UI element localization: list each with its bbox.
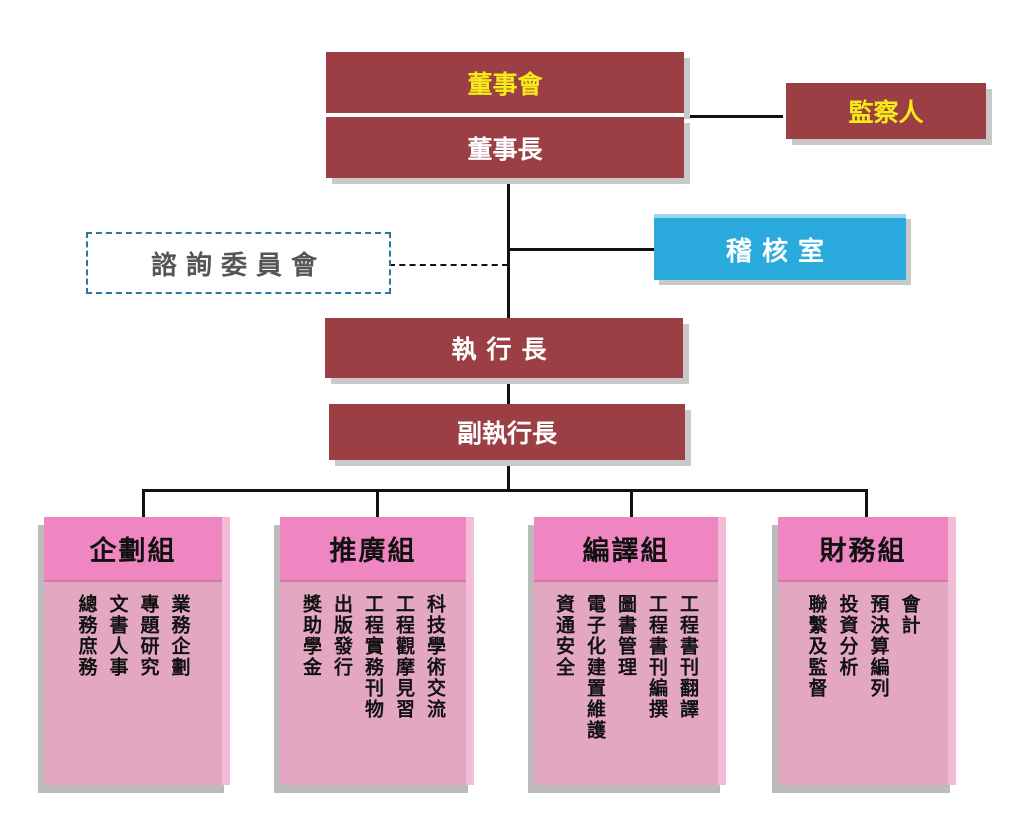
duty-item: 專題研究 (137, 594, 160, 678)
duty-item: 投資分析 (836, 594, 859, 678)
department-finance: 財務組 會計 預決算編列 投資分析 聯繫及監督 (778, 517, 956, 785)
advisory-dashed-connector (389, 264, 508, 266)
duty-item: 獎助學金 (300, 594, 322, 678)
department-promotion: 推廣組 科技學術交流 工程觀摩見習 工程實務刊物 出版發行 獎助學金 (280, 517, 474, 785)
ceo-deputy-connector (507, 378, 510, 404)
department-planning-duties: 業務企劃 專題研究 文書人事 總務庶務 (44, 582, 222, 678)
department-finance-name: 財務組 (819, 536, 907, 567)
advisory-committee-title: 諮詢委員會 (150, 250, 326, 281)
duty-item: 工程書刊編撰 (646, 594, 668, 720)
supervisor-title: 監察人 (848, 98, 924, 127)
duty-item: 預決算編列 (867, 594, 890, 699)
audit-office-box: 稽核室 (654, 214, 906, 280)
department-planning-name: 企劃組 (89, 536, 177, 567)
duty-item: 電子化建置維護 (584, 594, 606, 741)
duty-item: 工程書刊翻譯 (677, 594, 699, 720)
department-translation-name: 編譯組 (582, 536, 670, 567)
duty-item: 出版發行 (331, 594, 353, 678)
dept-drop-3 (630, 489, 633, 517)
deputy-ceo-box: 副執行長 (329, 404, 685, 460)
dept-drop-2 (376, 489, 379, 517)
department-finance-header: 財務組 (778, 517, 948, 582)
chairman-title: 董事長 (467, 134, 543, 164)
duty-item: 科技學術交流 (424, 594, 446, 720)
advisory-committee-box: 諮詢委員會 (86, 232, 391, 294)
duty-item: 會計 (898, 594, 921, 636)
duty-item: 業務企劃 (168, 594, 191, 678)
board-title: 董事會 (467, 69, 543, 99)
audit-connector (507, 248, 654, 251)
duty-item: 資通安全 (553, 594, 575, 678)
ceo-box: 執行長 (325, 318, 683, 378)
department-promotion-duties: 科技學術交流 工程觀摩見習 工程實務刊物 出版發行 獎助學金 (280, 582, 466, 720)
department-planning-header: 企劃組 (44, 517, 222, 582)
duty-item: 圖書管理 (615, 594, 637, 678)
chairman-box: 董事長 (326, 117, 684, 178)
department-translation-duties: 工程書刊翻譯 工程書刊編撰 圖書管理 電子化建置維護 資通安全 (534, 582, 718, 741)
board-of-directors-box: 董事會 (326, 52, 684, 113)
dept-drop-4 (865, 489, 868, 517)
audit-office-title: 稽核室 (725, 236, 834, 267)
department-finance-duties: 會計 預決算編列 投資分析 聯繫及監督 (778, 582, 948, 699)
ceo-title: 執行長 (451, 335, 557, 364)
board-supervisor-connector (683, 115, 783, 118)
department-promotion-header: 推廣組 (280, 517, 466, 582)
duty-item: 工程實務刊物 (362, 594, 384, 720)
duty-item: 聯繫及監督 (805, 594, 828, 699)
department-bus-line (142, 489, 868, 492)
department-translation: 編譯組 工程書刊翻譯 工程書刊編撰 圖書管理 電子化建置維護 資通安全 (534, 517, 726, 785)
deputy-branch-connector (507, 460, 510, 491)
deputy-ceo-title: 副執行長 (456, 419, 557, 448)
duty-item: 文書人事 (106, 594, 129, 678)
dept-drop-1 (142, 489, 145, 517)
duty-item: 工程觀摩見習 (393, 594, 415, 720)
supervisor-box: 監察人 (786, 83, 986, 139)
duty-item: 總務庶務 (75, 594, 98, 678)
department-translation-header: 編譯組 (534, 517, 718, 582)
board-divider (326, 113, 684, 117)
department-promotion-name: 推廣組 (329, 536, 417, 567)
department-planning: 企劃組 業務企劃 專題研究 文書人事 總務庶務 (44, 517, 230, 785)
